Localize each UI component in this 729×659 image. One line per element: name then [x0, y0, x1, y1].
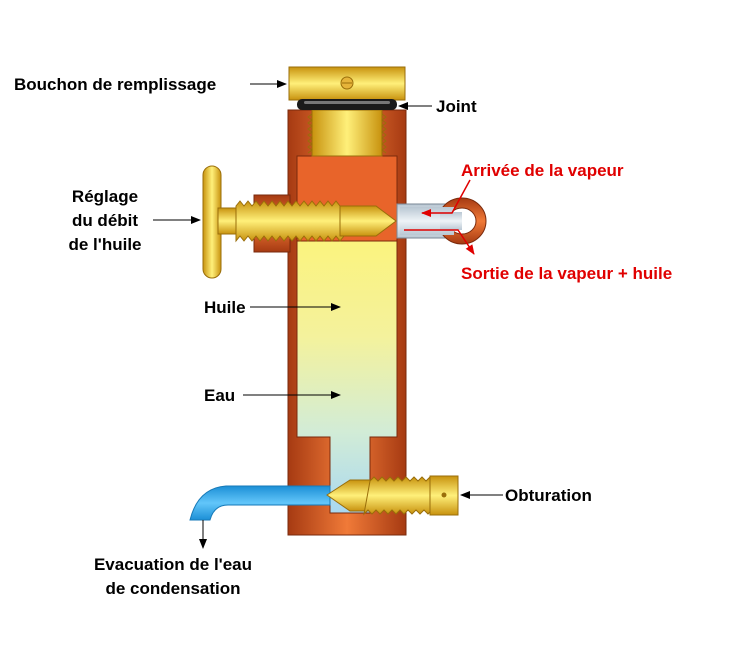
label-drain-2: de condensation: [105, 579, 240, 598]
label-drain-1: Evacuation de l'eau: [94, 555, 252, 574]
label-oil-flow-3: de l'huile: [69, 235, 142, 254]
label-steam-outlet: Sortie de la vapeur + huile: [461, 264, 672, 283]
leader-arrows: [153, 80, 503, 549]
oil-water-reservoir: [296, 240, 398, 514]
label-gasket: Joint: [436, 97, 477, 116]
label-steam-inlet: Arrivée de la vapeur: [461, 161, 624, 180]
labels: Bouchon de remplissage Joint Arrivée de …: [14, 75, 672, 598]
label-shutoff: Obturation: [505, 486, 592, 505]
filler-cap: [288, 66, 406, 101]
gasket-highlight: [304, 101, 390, 104]
gasket: [297, 99, 397, 110]
drain-pipe: [189, 485, 331, 521]
filler-thread-teeth: [307, 113, 387, 154]
label-oil-flow-1: Réglage: [72, 187, 138, 206]
oil-flow-screw: [202, 165, 397, 279]
arrow-steam-out: [404, 229, 475, 255]
arrow-steam-in: [421, 179, 471, 217]
label-oil-flow-2: du débit: [72, 211, 138, 230]
label-water: Eau: [204, 386, 235, 405]
label-filler-cap: Bouchon de remplissage: [14, 75, 216, 94]
shutoff-screw: [326, 475, 459, 516]
steam-arrows: [404, 179, 475, 255]
label-oil: Huile: [204, 298, 246, 317]
filler-thread-bore: [311, 109, 383, 157]
